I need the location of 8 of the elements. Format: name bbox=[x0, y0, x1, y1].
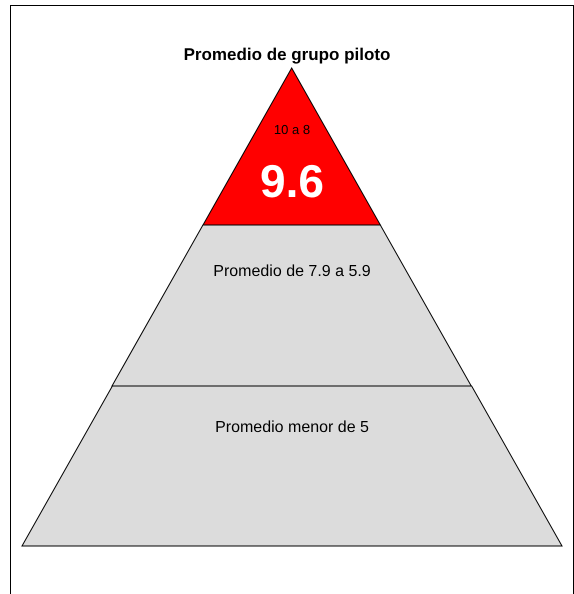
range-label: 10 a 8 bbox=[274, 123, 310, 138]
band-label: Promedio de 7.9 a 5.9 bbox=[213, 263, 371, 281]
pyramid-band bbox=[112, 225, 472, 386]
pyramid-band bbox=[22, 386, 562, 546]
score-value: 9.6 bbox=[260, 156, 324, 207]
band-label: Promedio menor de 5 bbox=[215, 419, 369, 437]
apex-triangle bbox=[203, 68, 381, 225]
title: Promedio de grupo piloto bbox=[182, 45, 392, 65]
